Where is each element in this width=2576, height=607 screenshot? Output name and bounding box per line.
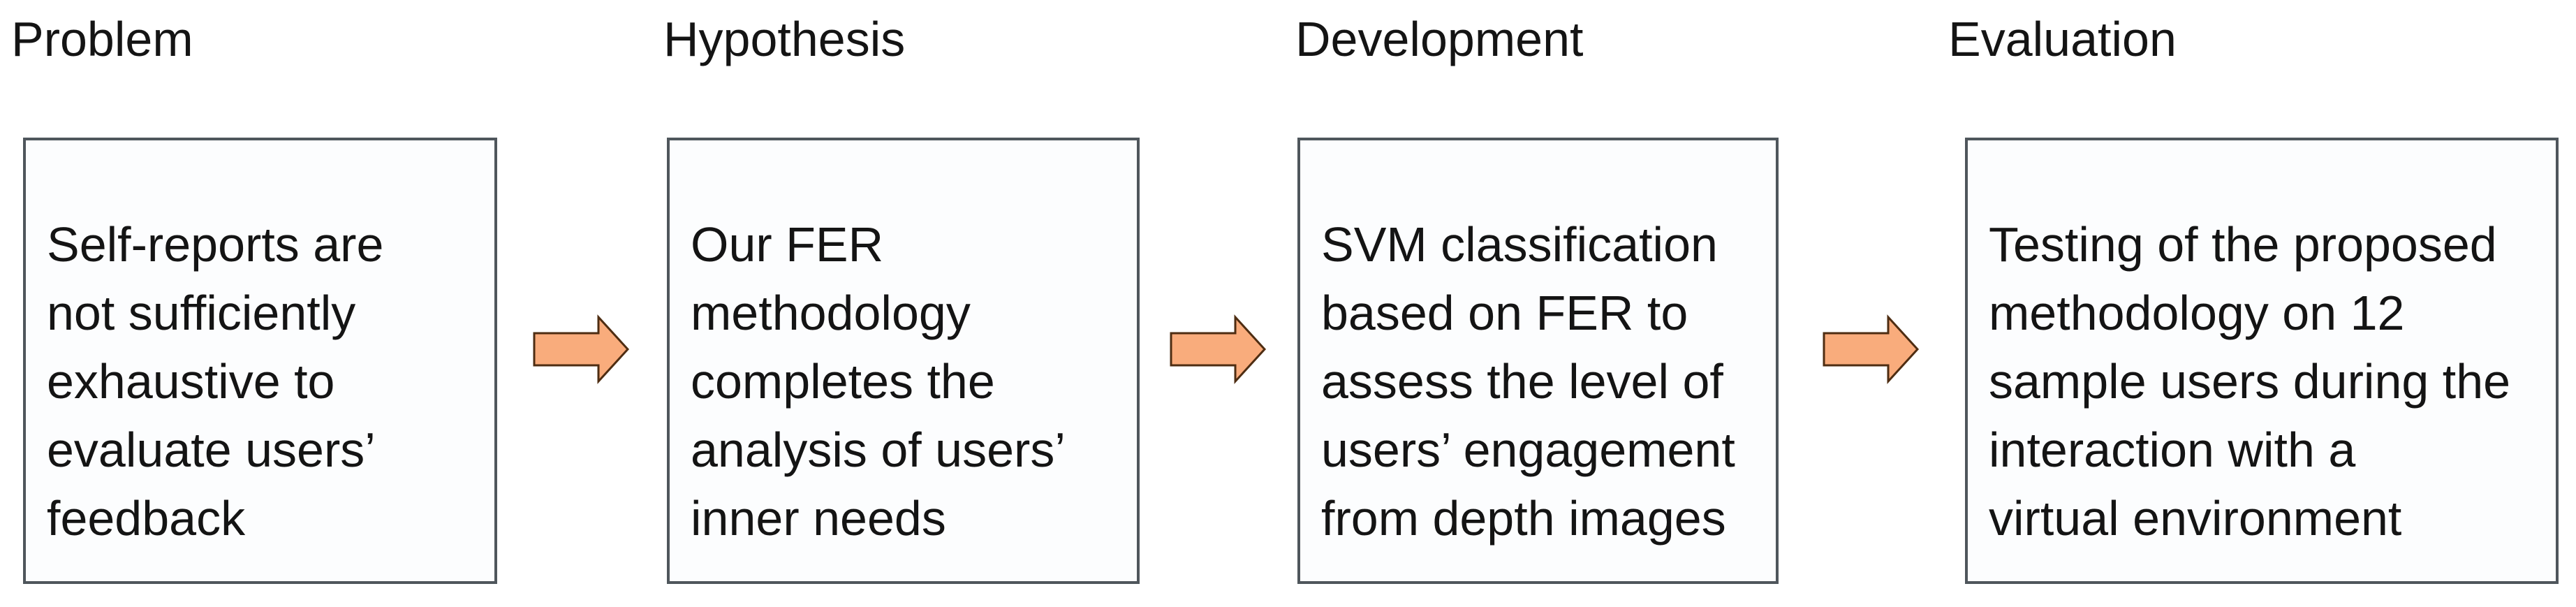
right-arrow-icon: [533, 314, 630, 384]
stage-title-evaluation: Evaluation: [1948, 12, 2177, 66]
stage-text-hypothesis: Our FER methodology completes the analys…: [691, 217, 1066, 546]
stage-box-problem: Self-reports are not sufficiently exhaus…: [23, 138, 497, 584]
stage-text-development: SVM classification based on FER to asses…: [1321, 217, 1735, 546]
stage-text-evaluation: Testing of the proposed methodology on 1…: [1989, 217, 2511, 546]
stage-title-problem: Problem: [11, 12, 193, 66]
stage-box-hypothesis: Our FER methodology completes the analys…: [667, 138, 1140, 584]
right-arrow-icon: [1170, 314, 1267, 384]
stage-box-evaluation: Testing of the proposed methodology on 1…: [1965, 138, 2559, 584]
flow-arrow-3: [1823, 314, 1920, 384]
flow-arrow-2: [1170, 314, 1267, 384]
flow-arrow-1: [533, 314, 631, 384]
stage-box-development: SVM classification based on FER to asses…: [1297, 138, 1779, 584]
stage-title-development: Development: [1295, 12, 1584, 66]
right-arrow-icon: [1823, 314, 1920, 384]
stage-text-problem: Self-reports are not sufficiently exhaus…: [47, 217, 384, 546]
stage-title-hypothesis: Hypothesis: [663, 12, 906, 66]
